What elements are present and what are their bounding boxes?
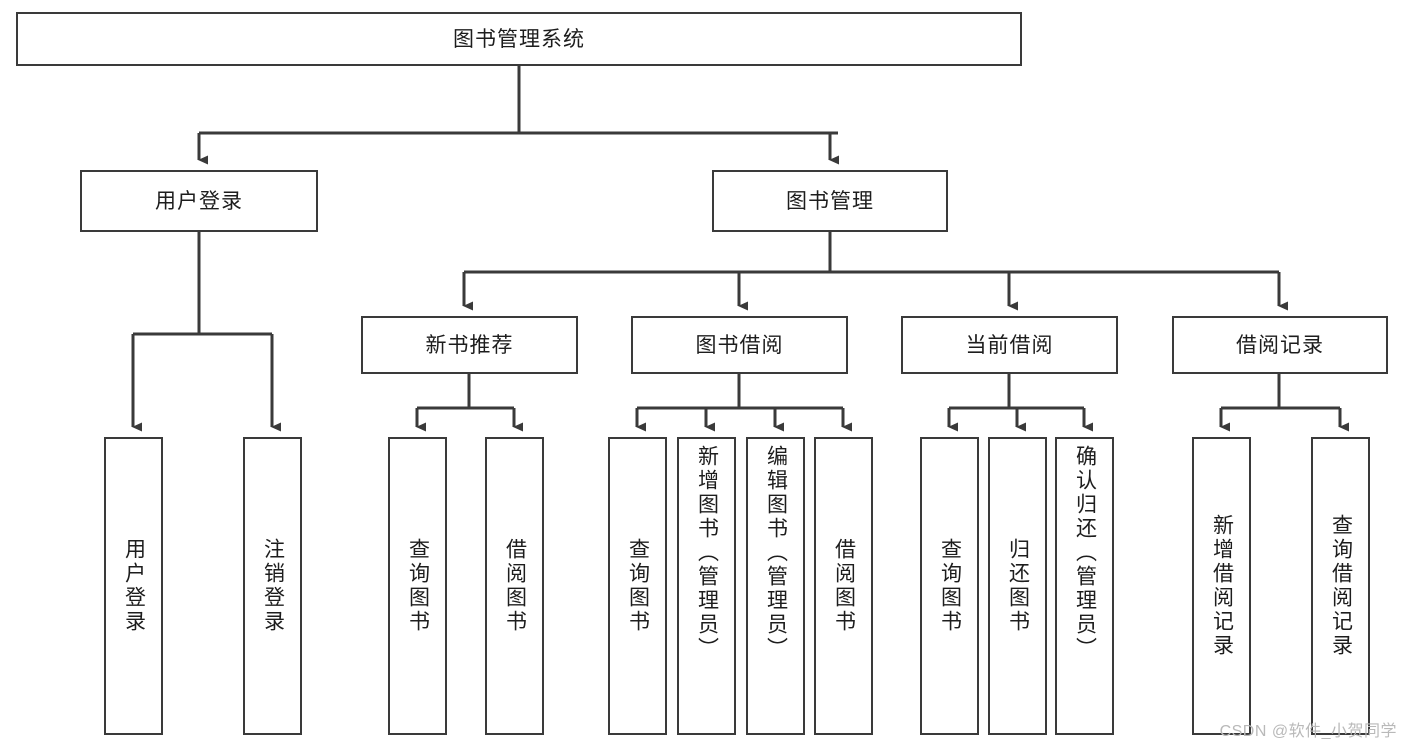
node-leaf-query-book-3[interactable]: 查询图书 <box>920 437 979 735</box>
node-leaf-add-book-label: 新增图书（管理员） <box>695 445 719 661</box>
node-book-manage[interactable]: 图书管理 <box>712 170 948 232</box>
node-leaf-borrow-book-2-label: 借阅图书 <box>832 538 856 634</box>
node-book-manage-label: 图书管理 <box>786 189 874 213</box>
csdn-watermark: CSDN @软件_小贺同学 <box>1219 723 1397 740</box>
node-book-borrow-label: 图书借阅 <box>695 333 784 357</box>
node-leaf-query-record[interactable]: 查询借阅记录 <box>1311 437 1370 735</box>
node-leaf-logout-label: 注销登录 <box>261 538 285 634</box>
node-leaf-query-book-2-label: 查询图书 <box>626 538 650 634</box>
node-leaf-confirm-return-label: 确认归还（管理员） <box>1073 445 1097 661</box>
node-current-borrow-label: 当前借阅 <box>965 333 1054 357</box>
node-leaf-query-book-1-label: 查询图书 <box>406 538 430 634</box>
node-new-book-recommend-label: 新书推荐 <box>425 333 514 357</box>
node-leaf-confirm-return[interactable]: 确认归还（管理员） <box>1055 437 1114 735</box>
node-borrow-record-label: 借阅记录 <box>1236 333 1324 357</box>
node-leaf-query-book-1[interactable]: 查询图书 <box>388 437 447 735</box>
node-leaf-add-record[interactable]: 新增借阅记录 <box>1192 437 1251 735</box>
node-leaf-add-record-label: 新增借阅记录 <box>1210 514 1234 658</box>
node-book-borrow[interactable]: 图书借阅 <box>631 316 848 374</box>
node-leaf-borrow-book-2[interactable]: 借阅图书 <box>814 437 873 735</box>
node-leaf-user-login-label: 用户登录 <box>122 538 146 634</box>
node-new-book-recommend[interactable]: 新书推荐 <box>361 316 578 374</box>
node-borrow-record[interactable]: 借阅记录 <box>1172 316 1388 374</box>
node-leaf-user-login[interactable]: 用户登录 <box>104 437 163 735</box>
node-leaf-query-book-2[interactable]: 查询图书 <box>608 437 667 735</box>
node-leaf-logout[interactable]: 注销登录 <box>243 437 302 735</box>
node-leaf-add-book[interactable]: 新增图书（管理员） <box>677 437 736 735</box>
node-user-login[interactable]: 用户登录 <box>80 170 318 232</box>
node-leaf-return-book[interactable]: 归还图书 <box>988 437 1047 735</box>
node-leaf-edit-book-label: 编辑图书（管理员） <box>764 445 788 661</box>
node-root[interactable]: 图书管理系统 <box>16 12 1022 66</box>
node-root-label: 图书管理系统 <box>453 27 585 51</box>
node-leaf-edit-book[interactable]: 编辑图书（管理员） <box>746 437 805 735</box>
node-leaf-query-book-3-label: 查询图书 <box>938 538 962 634</box>
node-leaf-borrow-book-1-label: 借阅图书 <box>503 538 527 634</box>
node-leaf-query-record-label: 查询借阅记录 <box>1329 514 1353 658</box>
node-leaf-borrow-book-1[interactable]: 借阅图书 <box>485 437 544 735</box>
node-current-borrow[interactable]: 当前借阅 <box>901 316 1118 374</box>
node-leaf-return-book-label: 归还图书 <box>1006 538 1030 634</box>
node-user-login-label: 用户登录 <box>155 189 243 213</box>
